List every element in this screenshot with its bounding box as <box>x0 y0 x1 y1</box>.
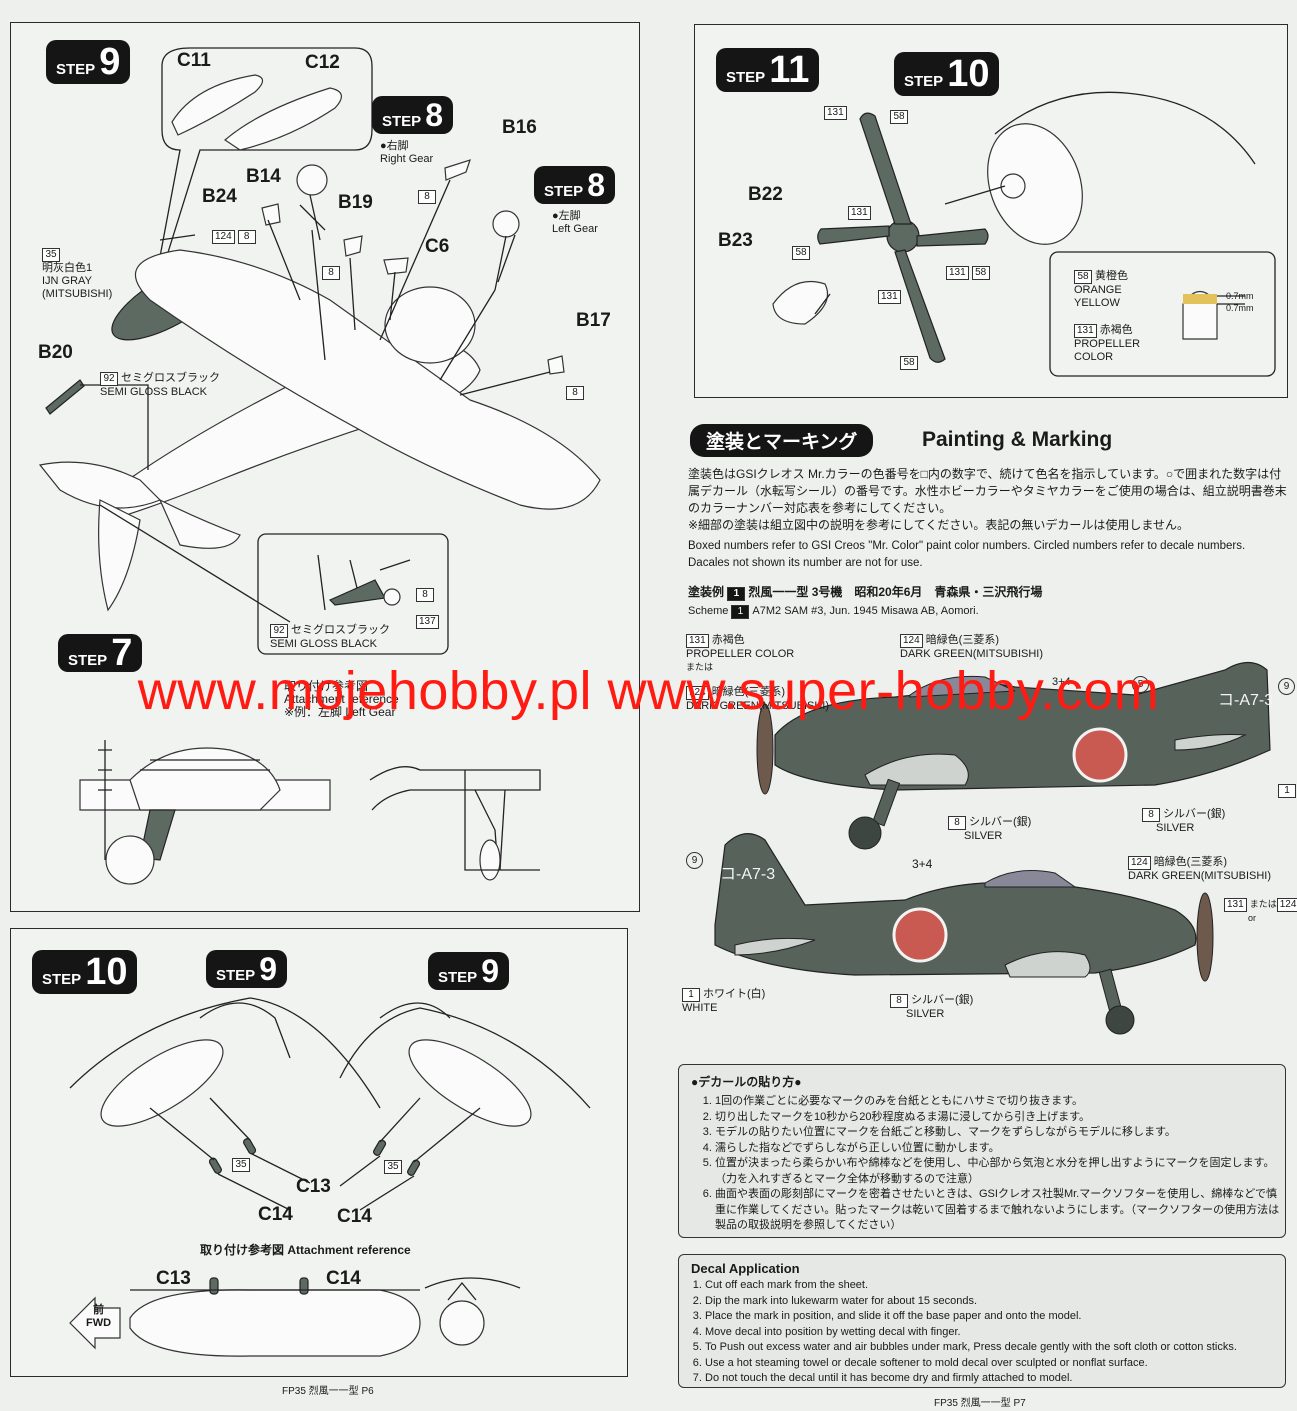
b17-paint-ref: 8 <box>566 386 587 400</box>
step10-left-drawing <box>69 997 591 1357</box>
prop-paint-58-b: 58 <box>792 246 813 260</box>
decal-jp-step-1: 1回の作業ごとに必要なマークのみを台紙とともにハサミで切り抜きます。 <box>715 1094 1285 1110</box>
part-c13-label-a: C13 <box>296 1176 331 1197</box>
decal-jp-step-3: モデルの貼りたい位置にマークを台紙ごと移動し、マークをずらしながらモデルに移しま… <box>715 1125 1285 1141</box>
part-b23-label: B23 <box>718 230 753 251</box>
part-c11-label: C11 <box>177 50 211 71</box>
painting-section-title-en: Painting & Marking <box>922 428 1113 451</box>
intro-japanese: 塗装色はGSIクレオス Mr.カラーの色番号を□内の数字で、続けて色名を指示して… <box>688 467 1287 532</box>
b19-paint-ref: 8 <box>322 266 343 280</box>
part-c14-label-a: C14 <box>258 1204 293 1225</box>
legend-dim-b: 0.7mm <box>1226 303 1254 313</box>
decal-jp-step-6: 曲面や表面の彫刻部にマークを密着させたいときは、GSIクレオス社製Mr.マークソ… <box>715 1187 1285 1234</box>
part-b17-label: B17 <box>576 310 611 331</box>
legend-dim-a: 0.7mm <box>1226 291 1254 301</box>
aircraft-profiles <box>714 661 1271 1035</box>
left-footer: FP35 烈風一一型 P6 <box>282 1386 374 1397</box>
part-b14-label: B14 <box>246 166 281 187</box>
part-b20-label: B20 <box>38 342 73 363</box>
tail-code-lower: コ-A7-3 <box>720 866 776 883</box>
prop-paint-58-c: 58 <box>900 356 921 370</box>
prop-paint-131-a: 131 <box>824 106 850 120</box>
decal-1-upper: 1 <box>1278 784 1297 798</box>
decal-en-step-1: Cut off each mark from the sheet. <box>705 1278 1285 1294</box>
part-c6-label: C6 <box>425 236 450 257</box>
painting-section-title-jp: 塗装とマーキング <box>690 424 874 457</box>
paint-35-a: 35 <box>232 1158 253 1172</box>
part-c12-label: C12 <box>305 52 340 73</box>
right-footer: FP35 烈風一一型 P7 <box>934 1398 1026 1409</box>
prop-paint-131-b: 131 <box>848 206 874 220</box>
decal-9-upper: 9 <box>1278 678 1295 695</box>
part-b16-label: B16 <box>502 117 537 138</box>
decal-en-step-6: Use a hot steaming towel or decale softe… <box>705 1356 1285 1372</box>
part-c13-label-b: C13 <box>156 1268 191 1289</box>
part-b19-label: B19 <box>338 192 373 213</box>
decal-en-step-7: Do not touch the decal until it has beco… <box>705 1371 1285 1387</box>
decal-instructions-japanese: ●デカールの貼り方● 1回の作業ごとに必要なマークのみを台紙とともにハサミで切り… <box>678 1064 1286 1238</box>
decal-en-step-3: Place the mark in position, and slide it… <box>705 1309 1285 1325</box>
decal-3-4-lower: 3+4 <box>912 857 933 871</box>
part-c14-label-c: C14 <box>326 1268 361 1289</box>
decal-en-step-4: Move decal into position by wetting deca… <box>705 1325 1285 1341</box>
decal-3-4-upper: 3+4 <box>1052 676 1071 688</box>
b16-paint-ref: 8 <box>418 190 439 204</box>
step7-drawing <box>79 740 541 885</box>
part-c14-label-b: C14 <box>337 1206 372 1227</box>
part-b24-label: B24 <box>202 186 237 207</box>
tail-code-upper: コ-A7-3 <box>1218 692 1274 709</box>
prop-paint-58-a: 58 <box>890 110 911 124</box>
decal-en-step-2: Dip the mark into lukewarm water for abo… <box>705 1294 1285 1310</box>
intro-english: Boxed numbers refer to GSI Creos "Mr. Co… <box>688 540 1246 569</box>
step11-drawing <box>772 91 1276 377</box>
decal-en-step-5: To Push out excess water and air bubbles… <box>705 1340 1285 1356</box>
decal-instructions-english: Decal Application Cut off each mark from… <box>678 1254 1286 1388</box>
attachment-reference-title: 取り付け参考図 Attachment reference <box>200 1243 411 1257</box>
decal-jp-step-5: 位置が決まったら柔らかい布や綿棒などを使用し、中心部から気泡と水分を押し出すよう… <box>715 1156 1285 1187</box>
prop-paint-131-d: 131 <box>878 290 904 304</box>
decal-9-lower: 9 <box>686 852 703 869</box>
watermark-text: www.mojehobby.pl www.super-hobby.com <box>137 661 1160 721</box>
part-b22-label: B22 <box>748 184 783 205</box>
decal-jp-step-2: 切り出したマークを10秒から20秒程度ぬるま湯に浸してから引き上げます。 <box>715 1110 1285 1126</box>
decal-jp-step-4: 濡らした指などでずらしながら正しい位置に動かします。 <box>715 1141 1285 1157</box>
decal-5: 5 <box>1132 676 1149 693</box>
step9-drawing <box>38 47 601 655</box>
paint-35-b: 35 <box>384 1160 405 1174</box>
